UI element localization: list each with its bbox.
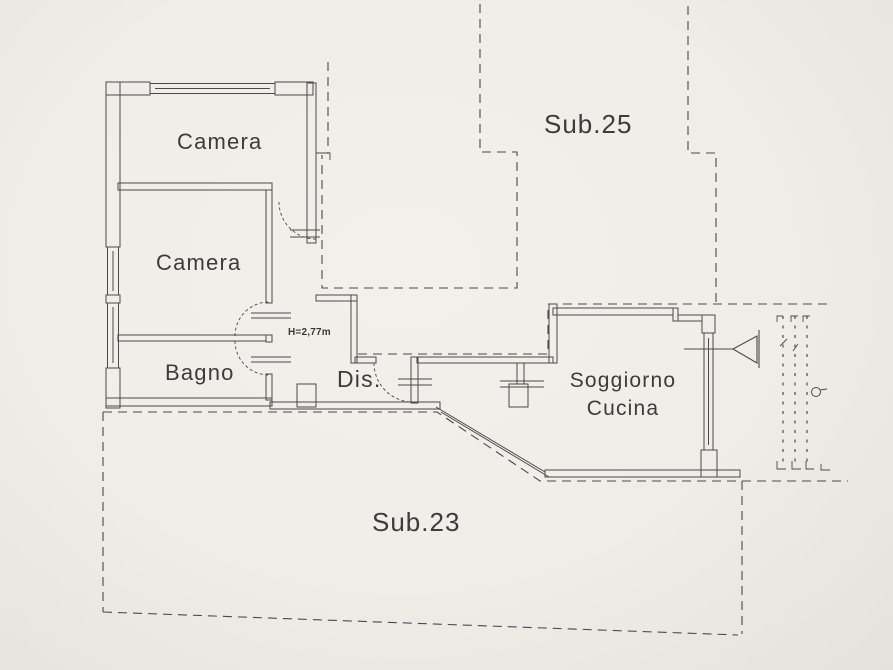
parcel-label-sub25: Sub.25 bbox=[544, 109, 633, 139]
parcel-label-sub23: Sub.23 bbox=[372, 507, 461, 537]
room-label-dis: Dis. bbox=[337, 366, 382, 392]
handrail-post bbox=[811, 387, 821, 397]
door-soggiorno-leaf bbox=[500, 380, 544, 388]
room-label-camera-top: Camera bbox=[177, 129, 263, 154]
room-label-soggiorno-line1: Soggiorno bbox=[569, 369, 677, 392]
windows bbox=[107, 83, 714, 451]
doors bbox=[234, 201, 544, 403]
sub23-boundary-lines bbox=[102, 411, 848, 636]
top-wall-window bbox=[149, 83, 276, 94]
sub25-boundary-lines bbox=[321, 4, 827, 355]
door-arc-camera1 bbox=[278, 201, 317, 240]
soggiorno-right-window bbox=[703, 332, 714, 451]
room-label-soggiorno-line2: Cucina bbox=[586, 397, 660, 420]
door-arc-dis bbox=[373, 362, 414, 403]
room-label-bagno: Bagno bbox=[165, 360, 235, 385]
staircase bbox=[776, 315, 830, 471]
pillar bbox=[508, 383, 529, 408]
left-wall-window-upper bbox=[107, 246, 119, 296]
door-arc-bagno bbox=[234, 340, 270, 376]
room-label-soggiorno-cucina: Soggiorno Cucina bbox=[558, 367, 688, 423]
door-arc-camera2 bbox=[234, 301, 270, 337]
ceiling-height-annotation: H=2,77m bbox=[288, 327, 331, 338]
left-wall-window-lower bbox=[107, 302, 119, 369]
walls bbox=[105, 81, 741, 478]
entrance-arrow-icon bbox=[684, 330, 760, 368]
pillar bbox=[296, 383, 317, 408]
room-label-camera-mid: Camera bbox=[156, 250, 242, 275]
